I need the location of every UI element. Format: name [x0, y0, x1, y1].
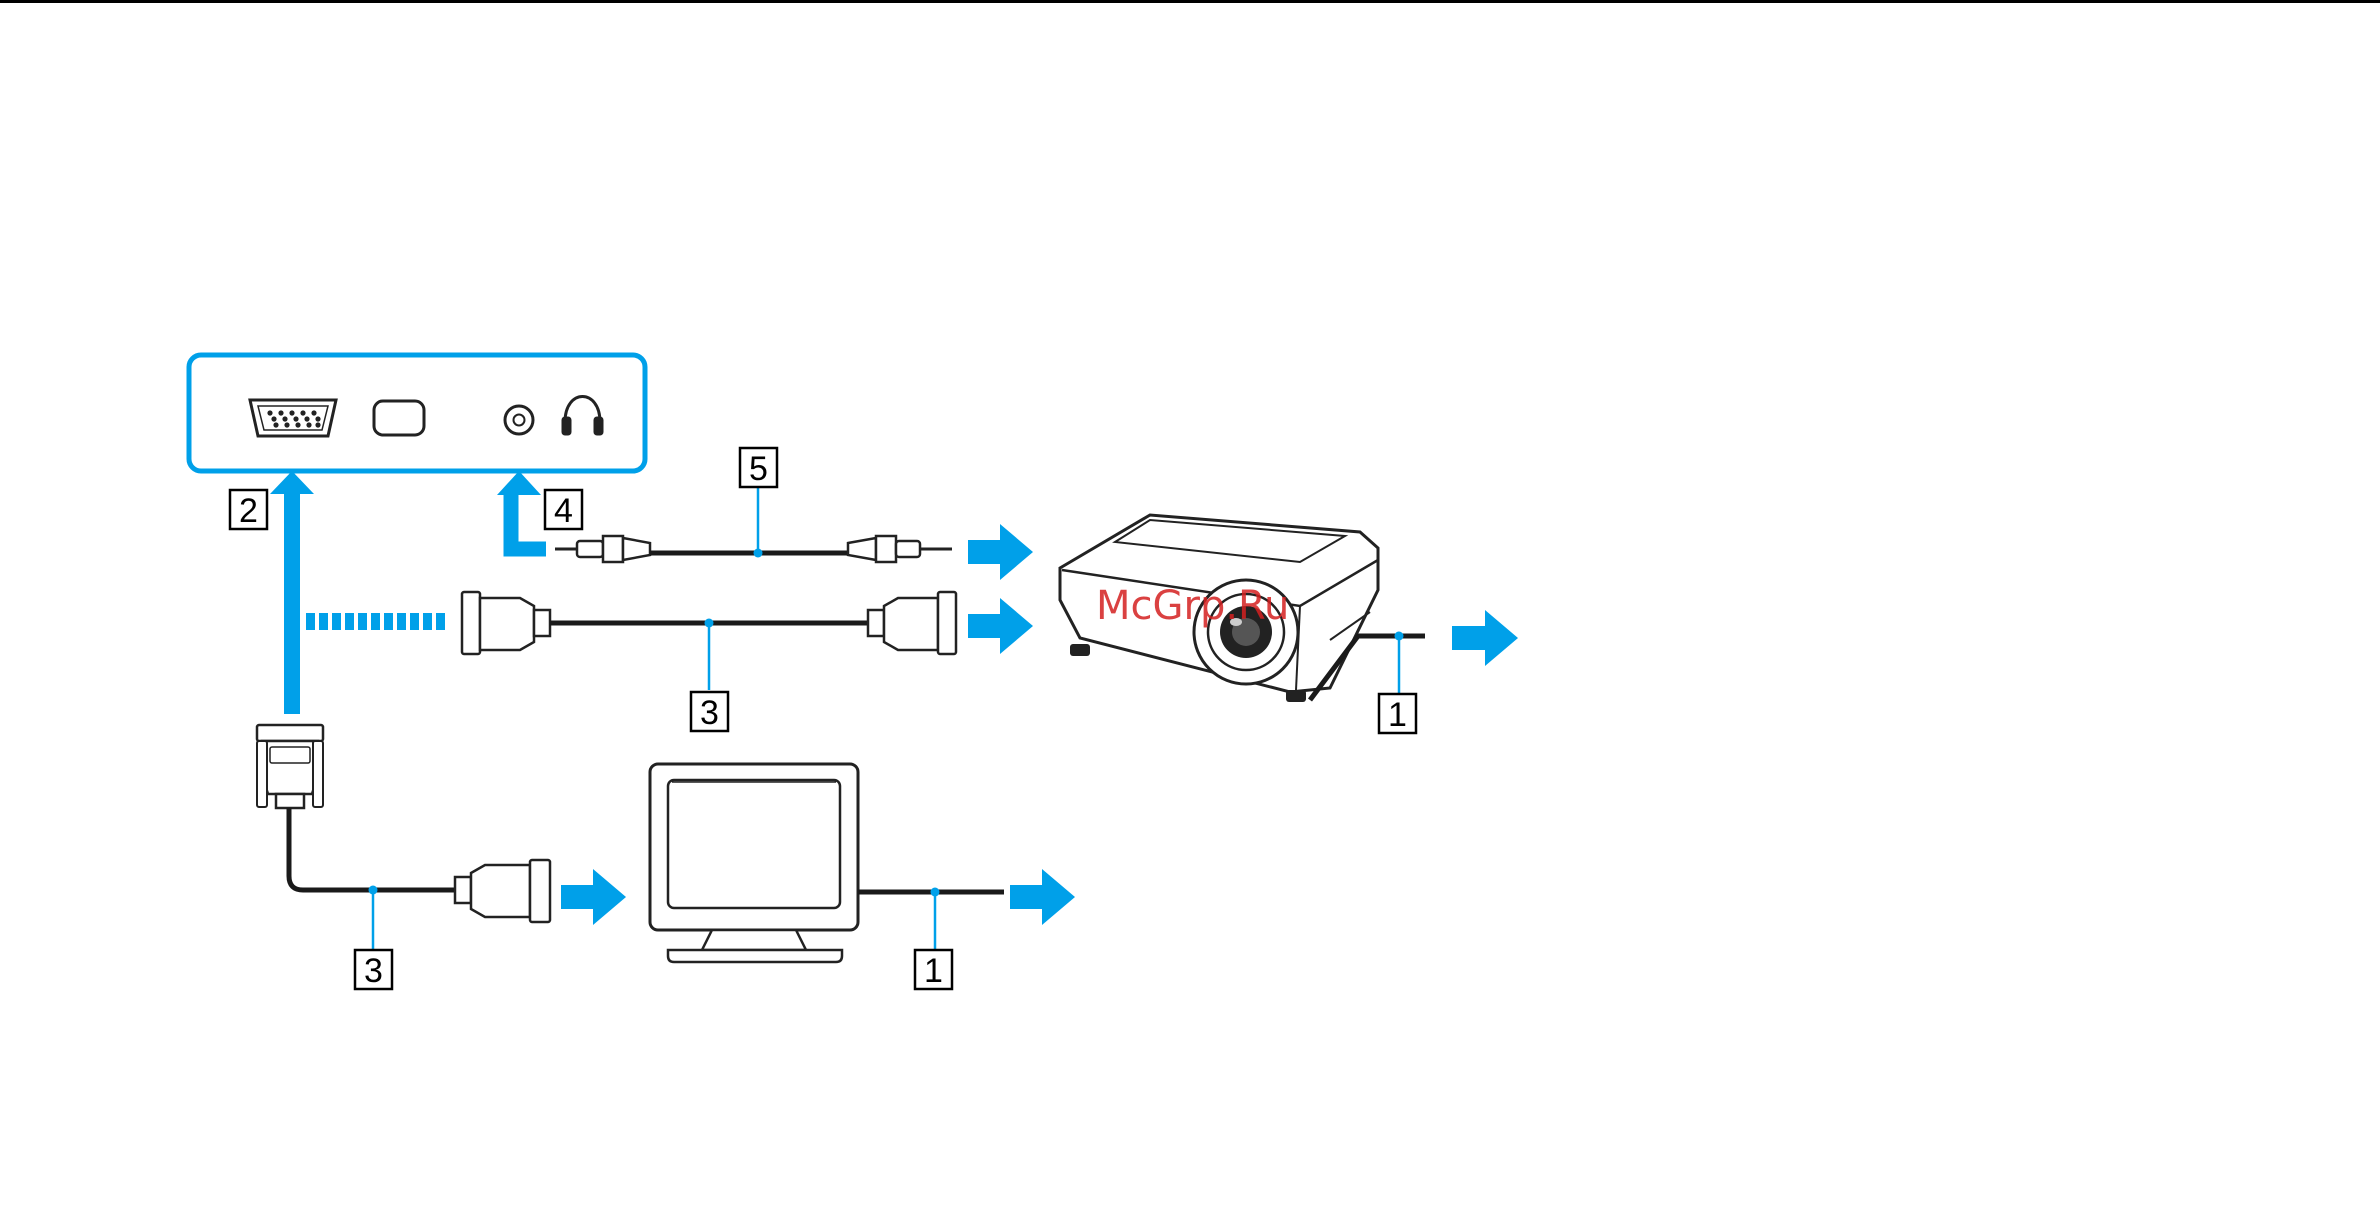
- svg-text:1: 1: [1388, 696, 1407, 734]
- headphone-jack-icon: [505, 406, 533, 434]
- vga-port-icon: [250, 400, 336, 436]
- callout-3-monitor: 3: [355, 950, 392, 990]
- svg-text:5: 5: [749, 450, 768, 488]
- port-panel: [189, 355, 645, 471]
- callout-1-monitor: 1: [915, 950, 952, 990]
- arrow-vga-to-monitor: [561, 869, 626, 925]
- arrow-to-vga-head: [270, 471, 314, 494]
- svg-text:3: 3: [700, 694, 719, 732]
- svg-text:3: 3: [364, 952, 383, 990]
- vga-cable-monitor-connector: [455, 860, 550, 922]
- arrow-vga-to-projector: [968, 598, 1033, 654]
- monitor-screen: [668, 780, 840, 908]
- arrow-to-audio-head: [497, 471, 541, 495]
- callout-2: 2: [230, 490, 267, 530]
- callout-4: 4: [545, 490, 582, 530]
- arrow-to-vga-shaft: [284, 490, 300, 714]
- arrow-to-audio: [511, 495, 546, 549]
- dotted-link: [306, 613, 445, 630]
- arrow-audio-to-projector: [968, 524, 1033, 580]
- vga-connector-vertical: [257, 725, 323, 808]
- callout-5: 5: [740, 448, 777, 488]
- svg-text:4: 4: [554, 492, 573, 530]
- callout-1-projector: 1: [1379, 694, 1416, 734]
- audio-cable: [555, 536, 952, 562]
- svg-text:2: 2: [239, 492, 258, 530]
- monitor: [650, 764, 858, 962]
- vga-cable-monitor: [289, 808, 455, 890]
- svg-text:1: 1: [924, 952, 943, 990]
- arrow-projector-power: [1452, 610, 1518, 666]
- callout-3-projector: 3: [691, 692, 728, 732]
- monitor-port-icon: [374, 401, 424, 435]
- arrow-monitor-power: [1010, 869, 1075, 925]
- watermark: McGrp.Ru: [1096, 583, 1289, 629]
